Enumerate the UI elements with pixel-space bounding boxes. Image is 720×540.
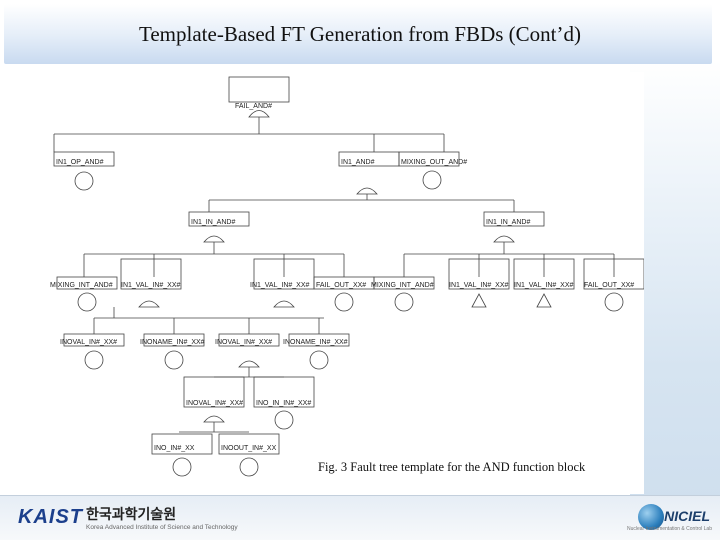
node-label: IN1_VAL_IN#_XX# [250, 282, 310, 289]
slide-title: Template-Based FT Generation from FBDs (… [139, 22, 581, 46]
node-label: MIXING_INT_AND# [371, 282, 434, 289]
kaist-english-name: Korea Advanced Institute of Science and … [86, 524, 238, 531]
niciel-subtitle: Nuclear Instrumentation & Control Lab [626, 526, 712, 532]
basic-event-circle [74, 171, 94, 191]
node-label: IN1_VAL_IN#_XX# [121, 282, 181, 289]
right-gradient-background [630, 60, 720, 500]
node-label-root: FAIL_AND# [235, 103, 272, 110]
node-label: INOVAL_IN#_XX# [215, 339, 272, 346]
fault-tree-figure: FAIL_AND# IN1_OP_AND# IN1_AND# MIXING_OU… [24, 72, 645, 494]
node-label: IN1_AND# [341, 159, 375, 166]
tree-node-box [228, 76, 290, 103]
node-label: INONAME_IN#_XX# [140, 339, 205, 346]
node-label: INONAME_IN#_XX# [283, 339, 348, 346]
title-bar [4, 4, 712, 64]
node-label: IN1_OP_AND# [56, 159, 104, 166]
footer-bar: KAIST 한국과학기술원 Korea Advanced Institute o… [0, 495, 720, 540]
triangle-transfer [471, 293, 487, 308]
figure-caption: Fig. 3 Fault tree template for the AND f… [318, 460, 586, 474]
node-label: MIXING_OUT_AND# [401, 159, 467, 166]
node-label: IN1_IN_AND# [486, 219, 530, 226]
or-gate [248, 110, 270, 118]
tree-node-box [120, 258, 182, 290]
tree-node-box [253, 258, 315, 290]
node-label: IN1_IN_AND# [191, 219, 235, 226]
node-label: INO_IN#_XX [154, 445, 195, 452]
fault-tree-diagram: FAIL_AND# IN1_OP_AND# IN1_AND# MIXING_OU… [50, 76, 645, 477]
node-label: IN1_VAL_IN#_XX# [449, 282, 509, 289]
node-label: IN1_VAL_IN#_XX# [514, 282, 574, 289]
node-label: FAIL_OUT_XX# [316, 282, 366, 289]
niciel-logo-icon [638, 504, 664, 530]
node-label: INOVAL_IN#_XX# [186, 400, 243, 407]
niciel-logo: NICIEL [664, 508, 710, 524]
kaist-logo: KAIST [18, 506, 83, 528]
kaist-korean-name: 한국과학기술원 [86, 506, 177, 522]
node-label: INO_IN_IN#_XX# [256, 400, 311, 407]
node-label: FAIL_OUT_XX# [584, 282, 634, 289]
node-label: MIXING_INT_AND# [50, 282, 113, 289]
node-label: INOOUT_IN#_XX [221, 445, 277, 452]
node-label: INOVAL_IN#_XX# [60, 339, 117, 346]
